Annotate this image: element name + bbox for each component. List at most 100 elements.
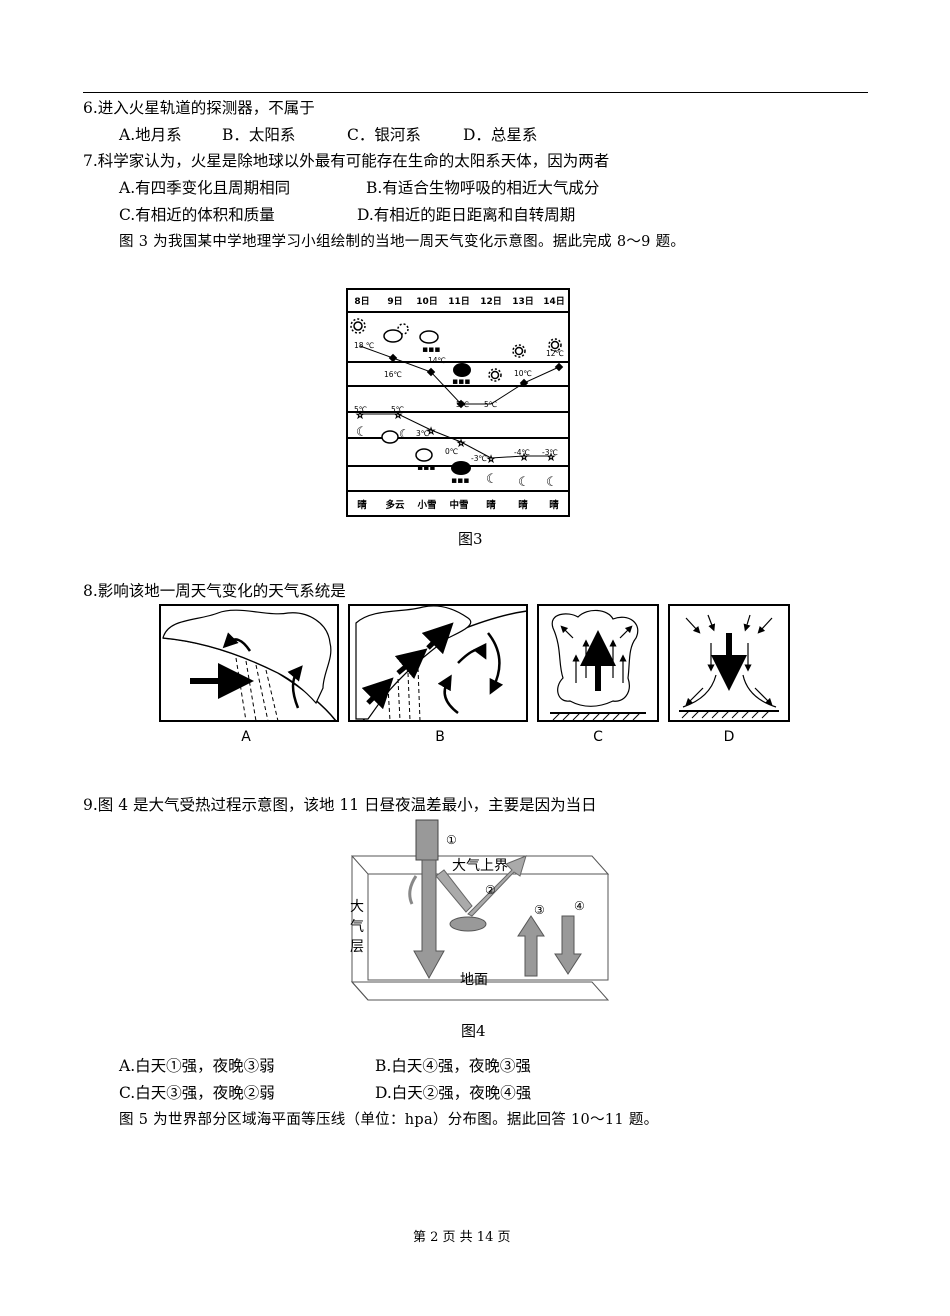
night-temp-label: -4℃	[514, 448, 530, 457]
day-label: 14日	[543, 296, 565, 307]
day-temp-label: 16℃	[384, 370, 402, 379]
q7-option-c: C.有相近的体积和质量	[119, 206, 275, 224]
svg-text:☾: ☾	[486, 472, 498, 487]
svg-text:▪▪▪: ▪▪▪	[417, 463, 435, 473]
day-label: 8日	[354, 296, 369, 307]
svg-text:☆: ☆	[427, 427, 435, 437]
weather-label: 晴	[518, 499, 528, 511]
page-footer: 第 2 页 共 14 页	[413, 1230, 511, 1245]
heavy-snow-cloud-icon: ▪▪▪	[452, 363, 471, 387]
q6-stem: 6.进入火星轨道的探测器，不属于	[83, 99, 315, 117]
sun-icon	[548, 338, 562, 352]
day-temp-label: 10℃	[514, 369, 532, 378]
system-label-b: B	[435, 729, 445, 743]
cloud-sun-icon	[383, 323, 409, 343]
day-temp-label: 5℃	[484, 400, 497, 409]
weather-system-b	[348, 604, 528, 722]
q7-option-a: A.有四季变化且周期相同	[119, 179, 291, 197]
day-temp-label: 5℃	[456, 400, 469, 409]
weather-label: 晴	[486, 499, 496, 511]
q6-option-c: C．银河系	[347, 126, 421, 144]
day-label: 11日	[448, 296, 470, 307]
marker-4: ④	[574, 899, 585, 913]
night-temp-label: 5℃	[391, 405, 404, 414]
marker-1: ①	[446, 833, 457, 847]
day-label: 10日	[416, 296, 438, 307]
q7-option-b: B.有适合生物呼吸的相近大气成分	[366, 179, 600, 197]
svg-text:☾: ☾	[546, 475, 558, 490]
moon-icons: ☾ ☾ ☾ ☾	[356, 425, 558, 490]
weather-label: 晴	[549, 499, 559, 511]
q6-option-a: A.地月系	[119, 126, 182, 144]
atmosphere-side-label: 大	[350, 899, 364, 915]
weather-system-c	[537, 604, 659, 722]
weather-label: 晴	[357, 499, 367, 511]
weather-label: 多云	[385, 499, 405, 511]
weather-system-d	[668, 604, 790, 722]
q8-stem: 8.影响该地一周天气变化的天气系统是	[83, 582, 346, 600]
day-temperature-points	[388, 353, 564, 409]
svg-text:☆: ☆	[457, 439, 465, 449]
svg-text:▪▪▪: ▪▪▪	[451, 476, 469, 486]
night-temperature-line	[360, 413, 551, 459]
day-label: 13日	[512, 296, 534, 307]
light-snow-icon: ▪▪▪	[419, 330, 440, 355]
atmosphere-side-label: 层	[350, 939, 364, 955]
svg-text:☆: ☆	[356, 411, 364, 421]
day-temp-label: 14℃	[428, 356, 446, 365]
q7-option-d: D.有相近的距日距离和自转周期	[357, 206, 576, 224]
day-label: 12日	[480, 296, 502, 307]
night-temp-label: -3℃	[471, 454, 487, 463]
day-label: 9日	[387, 296, 402, 307]
ground-label: 地面	[460, 972, 488, 988]
svg-text:☆: ☆	[520, 453, 528, 463]
svg-text:☾: ☾	[518, 475, 530, 490]
light-snow-icon: ▪▪▪	[415, 448, 435, 473]
svg-text:☾: ☾	[356, 425, 368, 440]
sun-icon	[512, 344, 526, 358]
q9-option-c: C.白天③强，夜晚②弱	[119, 1084, 275, 1102]
system-label-a: A	[241, 729, 251, 743]
atmosphere-top-label: 大气上界	[452, 858, 508, 874]
svg-text:☾: ☾	[399, 427, 410, 441]
night-temp-label: 0℃	[445, 447, 458, 456]
svg-text:☆: ☆	[394, 411, 402, 421]
figure-3-caption: 图3	[458, 530, 483, 548]
weather-systems-figure: A B C	[159, 604, 790, 743]
atmosphere-side-label: 气	[350, 919, 364, 935]
weather-label: 中雪	[449, 499, 468, 511]
marker-2: ②	[485, 883, 496, 897]
night-temperature-points: ☆ ☆ ☆ ☆ ☆ ☆ ☆	[356, 411, 556, 466]
heavy-snow-cloud-icon: ▪▪▪	[451, 461, 471, 486]
figure-4-heating-diagram: ① ② ③ ④ 大气上界 大 气 层 地面	[350, 819, 610, 1001]
q6-option-b: B．太阳系	[222, 126, 296, 144]
svg-text:▪▪▪: ▪▪▪	[452, 377, 470, 387]
q9-stem: 9.图 4 是大气受热过程示意图，该地 11 日昼夜温差最小，主要是因为当日	[83, 796, 597, 814]
figure-4-caption: 图4	[461, 1022, 486, 1040]
night-temp-label: 3℃	[416, 429, 429, 438]
svg-text:▪▪▪: ▪▪▪	[422, 345, 440, 355]
q9-option-d: D.白天②强，夜晚④强	[375, 1084, 532, 1102]
q9-option-a: A.白天①强，夜晚③弱	[119, 1057, 275, 1075]
cloud-moon-icon: ☾	[381, 427, 410, 444]
weather-label: 小雪	[416, 499, 436, 511]
system-label-c: C	[593, 729, 603, 743]
night-temp-label: 5℃	[354, 405, 367, 414]
intro-fig5: 图 5 为世界部分区域海平面等压线（单位：hpa）分布图。据此回答 10～11 …	[119, 1112, 659, 1128]
figure-3-weather-chart: 8日 9日 10日 11日 12日 13日 14日 晴 多云 小雪 中雪 晴 晴…	[346, 288, 570, 517]
marker-3: ③	[534, 903, 545, 917]
night-temp-label: -3℃	[542, 448, 558, 457]
system-label-d: D	[724, 729, 735, 743]
svg-text:☆: ☆	[547, 453, 555, 463]
day-temp-label: 12℃	[546, 349, 564, 358]
q6-option-d: D．总星系	[463, 126, 538, 144]
weather-system-a	[159, 604, 339, 722]
svg-text:☆: ☆	[487, 455, 495, 465]
sun-icon	[350, 318, 366, 334]
sun-icon	[488, 368, 502, 382]
intro-fig3: 图 3 为我国某中学地理学习小组绘制的当地一周天气变化示意图。据此完成 8～9 …	[119, 234, 686, 250]
day-temp-label: 18 ℃	[354, 341, 374, 350]
q7-stem: 7.科学家认为，火星是除地球以外最有可能存在生命的太阳系天体，因为两者	[83, 152, 610, 170]
header-rule	[83, 92, 868, 93]
q9-option-b: B.白天④强，夜晚③强	[375, 1057, 531, 1075]
